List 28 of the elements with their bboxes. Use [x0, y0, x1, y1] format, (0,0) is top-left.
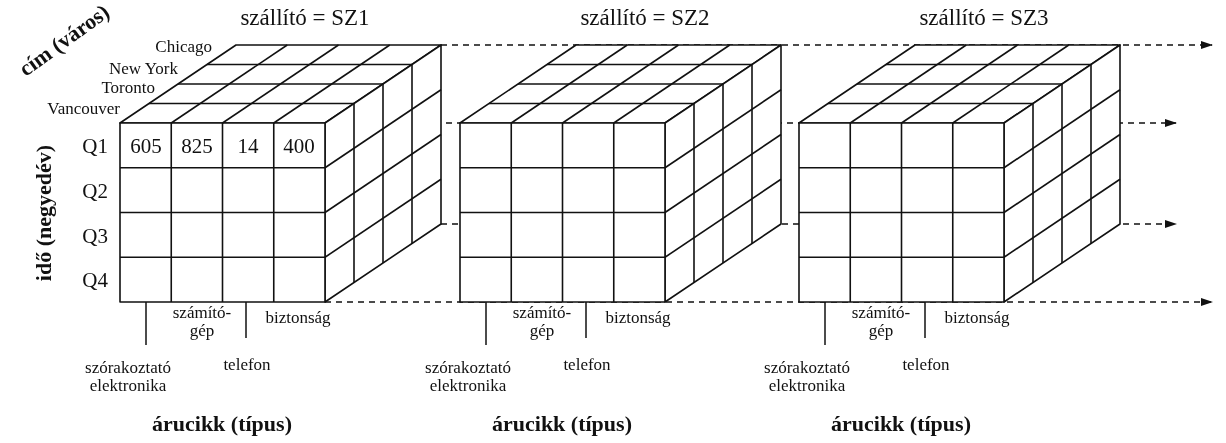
quarter-label: Q2 [82, 180, 108, 202]
axis-label: árucikk (típus) [492, 412, 632, 436]
cell-value: 605 [130, 135, 162, 157]
cube-title: szállító = SZ1 [240, 6, 370, 31]
city-label: Toronto [101, 79, 155, 97]
category-label: szórakoztató elektronika [763, 359, 851, 395]
quarter-label: Q1 [82, 135, 108, 157]
quarter-label: Q4 [82, 269, 108, 291]
category-label: számító-gép [850, 304, 912, 340]
category-label: telefon [902, 356, 950, 374]
category-label: szórakoztató elektronika [84, 359, 172, 395]
category-label: számító-gép [171, 304, 233, 340]
city-label: New York [109, 60, 178, 78]
cube-title: szállító = SZ2 [580, 6, 710, 31]
city-label: Chicago [155, 38, 212, 56]
axis-label: idő (negyedév) [32, 144, 56, 282]
axis-label: árucikk (típus) [152, 412, 292, 436]
category-label: számító-gép [511, 304, 573, 340]
city-label: Vancouver [47, 100, 120, 118]
category-label: szórakoztató elektronika [424, 359, 512, 395]
quarter-label: Q3 [82, 225, 108, 247]
axis-label: árucikk (típus) [831, 412, 971, 436]
cell-value: 400 [283, 135, 315, 157]
cell-value: 14 [237, 135, 259, 157]
category-label: telefon [223, 356, 271, 374]
cell-value: 825 [181, 135, 213, 157]
cube-title: szállító = SZ3 [919, 6, 1049, 31]
category-label: telefon [563, 356, 611, 374]
